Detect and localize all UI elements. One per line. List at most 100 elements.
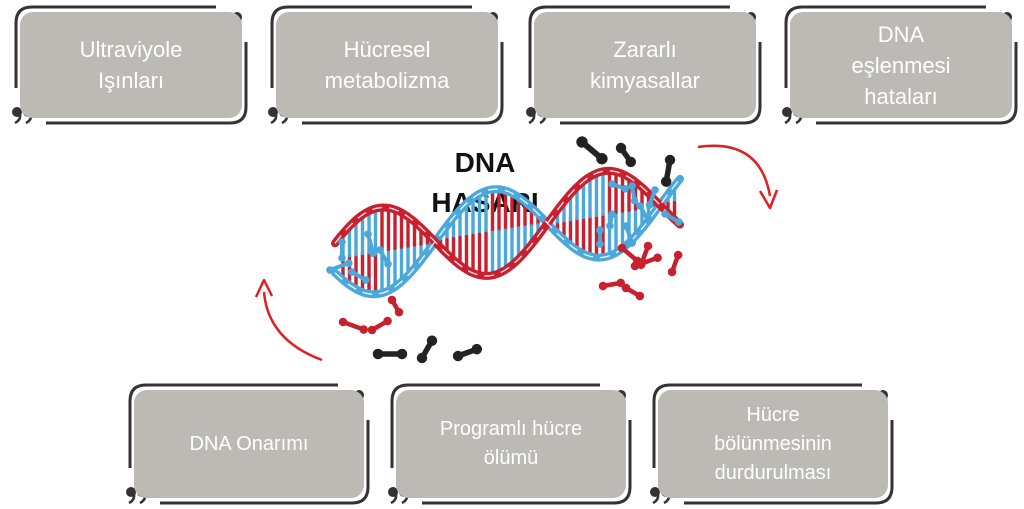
fragment-end [364, 230, 372, 238]
fragment-end [643, 241, 653, 251]
broken-base-fragment [338, 238, 346, 262]
outcome-label-apoptosis: Programlı hücre ölümü [439, 418, 583, 469]
outcome-label-dna-repair: DNA Onarımı [189, 432, 309, 455]
broken-base-fragment [452, 343, 483, 362]
fragment-end [338, 238, 346, 246]
broken-base-fragment [622, 222, 636, 247]
broken-base-fragment [596, 226, 604, 248]
fragment-end [348, 268, 356, 276]
broken-base-fragment [615, 142, 636, 168]
frame-bracket-bottom-right [816, 42, 1018, 125]
broken-base-fragment [628, 182, 639, 205]
cause-label-replication-errors: DNA eşlenmesi hataları [851, 21, 951, 109]
frame-bracket-bottom-right [302, 42, 504, 125]
strand-red-highlight [334, 170, 681, 277]
cause-label-metabolism: Hücresel metabolizma [324, 37, 450, 93]
broken-base-fragment [376, 246, 392, 268]
title-line-1: DNA [454, 147, 516, 178]
fragment-end [664, 154, 676, 166]
fragment-end [636, 202, 644, 210]
fragment-end [644, 216, 653, 225]
frame-bracket-bottom-right [422, 420, 632, 505]
fragment-end [617, 243, 627, 253]
fragment-end [661, 210, 669, 218]
quote-tail [652, 493, 660, 505]
fragment-end [426, 335, 438, 346]
cause-label-chemicals: Zararlı kimyasallar [589, 37, 701, 93]
arrow-left-head-icon [254, 278, 274, 298]
frame-bracket-bottom-right [46, 42, 248, 125]
cause-box-chemicals: Zararlı kimyasallar [526, 4, 764, 126]
fragment-end [608, 180, 616, 188]
cause-box-replication-errors: DNA eşlenmesi hataları [782, 4, 1020, 126]
fragment-end [625, 156, 636, 168]
fragment-end [653, 253, 662, 263]
frame-bracket-top-left [128, 383, 338, 468]
fragment-end [598, 281, 608, 291]
fragment-end [660, 176, 672, 187]
quote-tail [128, 493, 136, 505]
fragment-end [372, 348, 384, 360]
broken-base-fragments [326, 136, 683, 364]
broken-base-fragment [348, 268, 370, 284]
fragment-end [596, 226, 604, 234]
broken-base-fragment [372, 348, 408, 360]
fragment-end [471, 343, 483, 355]
fragment-end [651, 186, 659, 194]
frame-bracket-bottom-right [684, 420, 894, 505]
frame-bracket-top-left [528, 5, 730, 88]
outcome-box-apoptosis: Programlı hücre ölümü [388, 382, 634, 506]
broken-base-fragment [645, 186, 659, 209]
broken-base-fragment [661, 210, 683, 226]
cause-label-uv: Ultraviyole Işınları [79, 37, 183, 93]
fragment-end [628, 182, 636, 190]
broken-base-fragment [338, 317, 368, 334]
frame-bracket-top-left [652, 383, 862, 468]
broken-base-fragment [636, 202, 653, 225]
fragment-end [596, 153, 608, 165]
frame-bracket-top-left [14, 5, 216, 88]
arrow-left-curve [262, 291, 323, 362]
broken-base-fragment [621, 283, 645, 301]
frame-bracket-bottom-right [560, 42, 762, 125]
fragment-end [384, 260, 392, 268]
fragment-end [387, 295, 397, 305]
broken-base-fragment [367, 316, 392, 335]
fragment-end [376, 246, 384, 254]
broken-base-fragment [617, 243, 642, 266]
fragment-end [338, 254, 346, 262]
arrow-right-curve [697, 144, 772, 197]
quote-tail [270, 113, 278, 125]
fragment-end [616, 278, 626, 288]
broken-base-fragment [364, 230, 377, 258]
fragment-end [338, 317, 348, 327]
fragment-end [326, 266, 334, 274]
fragment-end [621, 184, 629, 193]
fragment-end [628, 239, 636, 247]
fragment-end [416, 352, 428, 364]
fragment-end [344, 259, 353, 267]
quote-tail [784, 113, 792, 125]
fragment-end [394, 307, 404, 317]
fragment-end [622, 222, 630, 230]
fragment-end [621, 283, 631, 293]
frame-bracket-bottom-right [160, 420, 370, 505]
outcome-box-dna-repair: DNA Onarımı [126, 382, 372, 506]
fragment-end [362, 276, 370, 284]
fragment-end [596, 240, 604, 248]
fragment-end [606, 222, 614, 230]
fragment-end [630, 261, 640, 271]
fragment-end [645, 201, 654, 209]
cycle-arrows [254, 144, 779, 362]
fragment-end [673, 250, 683, 260]
broken-base-fragment [606, 210, 616, 230]
quote-tail [390, 493, 398, 505]
broken-base-fragment [630, 253, 662, 271]
quote-tail [14, 113, 22, 125]
frame-bracket-top-left [390, 383, 600, 468]
fragment-end [635, 291, 645, 301]
fragment-end [383, 316, 392, 326]
frame-bracket-top-left [270, 5, 472, 88]
broken-base-fragment [660, 154, 676, 187]
fragment-end [367, 325, 377, 335]
